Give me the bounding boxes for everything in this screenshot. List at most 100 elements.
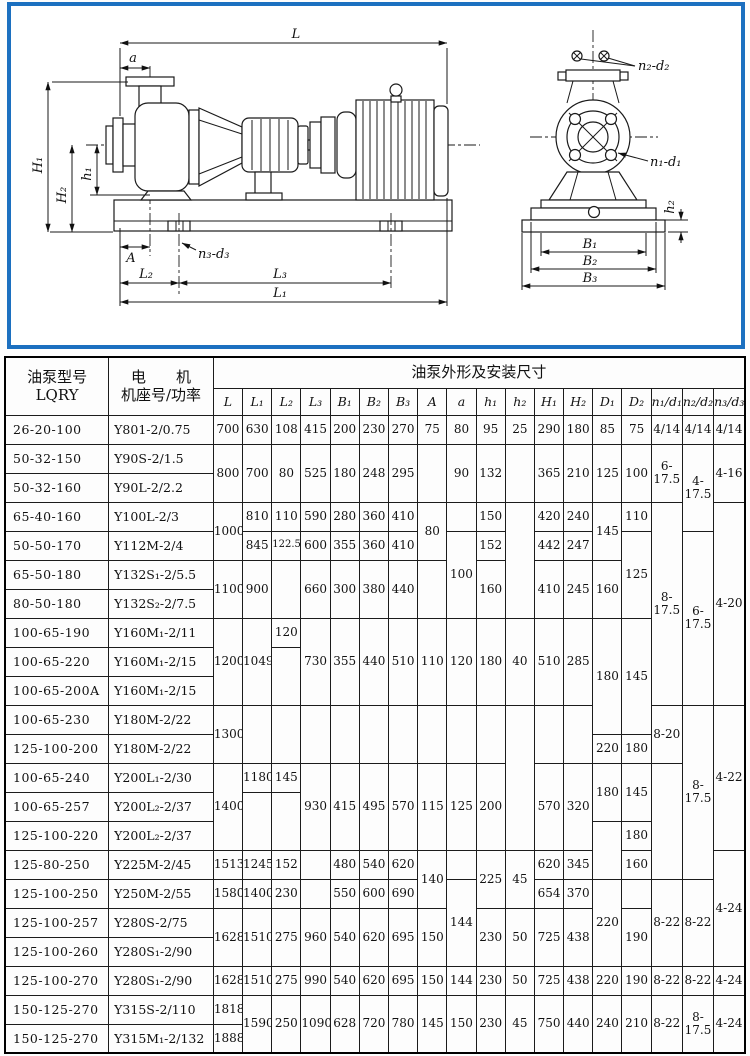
dimension-value-cell: 80: [271, 443, 302, 503]
dimension-value-cell: 180: [475, 617, 506, 706]
dimension-value-cell: 8-17.5: [650, 501, 683, 706]
dimension-value-cell: 125: [592, 443, 623, 503]
pump-model-cell: 100-65-240: [4, 762, 110, 793]
dimension-value-cell: 200: [329, 414, 360, 445]
dimension-value-cell: 100: [621, 443, 652, 503]
dimension-value-cell: 125: [446, 762, 477, 851]
dimension-value-cell: 100: [446, 530, 477, 619]
dimension-value-cell: 180: [592, 617, 623, 735]
dimension-value-cell: 50: [504, 965, 535, 996]
pump-model-cell: 150-125-270: [4, 994, 110, 1025]
dimension-value-cell: 510: [533, 617, 565, 706]
motor-spec-cell: Y160M₁-2/15: [108, 646, 214, 677]
motor-spec-cell: Y160M₁-2/11: [108, 617, 214, 648]
dimension-value-cell: 285: [563, 617, 594, 706]
dimension-value-cell: 1510: [242, 907, 273, 967]
dimension-value-cell: 570: [387, 762, 419, 851]
dimension-value-cell: 110: [271, 501, 302, 532]
dimension-value-cell: 6-17.5: [681, 530, 715, 706]
dimension-value-cell: 695: [387, 907, 419, 967]
dimension-value-cell: [329, 704, 360, 764]
dim-label-L2: L₂: [138, 267, 153, 282]
motor-spec-cell: Y90S-2/1.5: [108, 443, 214, 474]
dimension-value-cell: 370: [563, 878, 594, 909]
dimension-value-cell: 570: [533, 762, 565, 851]
dimension-value-cell: 275: [271, 965, 302, 996]
motor-spec-cell: Y90L-2/2.2: [108, 472, 214, 503]
dimension-value-cell: 295: [387, 443, 419, 503]
dim-col-header-13: D₁: [592, 387, 623, 416]
dim-label-a: a: [129, 51, 137, 66]
dimension-value-cell: 90: [446, 443, 477, 503]
dimension-value-cell: 110: [621, 501, 652, 532]
dimension-value-cell: 365: [533, 443, 565, 503]
pump-model-header-series: LQRY: [35, 386, 79, 405]
dimension-value-cell: 220: [592, 965, 623, 996]
dimension-value-cell: 420: [533, 501, 565, 532]
dimension-value-cell: 695: [387, 965, 419, 996]
dimension-value-cell: 1580: [212, 878, 244, 909]
dimension-value-cell: 355: [329, 617, 360, 706]
dimension-value-cell: 360: [358, 530, 389, 561]
dimension-value-cell: 122.5: [271, 530, 302, 561]
dimension-value-cell: 415: [329, 762, 360, 851]
dimension-value-cell: 1513: [212, 849, 244, 880]
dimension-value-cell: 160: [621, 849, 652, 880]
dimension-value-cell: 4-16: [713, 443, 746, 503]
dimension-value-cell: 1628: [212, 965, 244, 996]
dimension-value-cell: [271, 559, 302, 619]
dimension-value-cell: 180: [621, 733, 652, 764]
dim-col-header-6: B₃: [387, 387, 419, 416]
dimension-value-cell: 145: [621, 617, 652, 735]
dimension-value-cell: 660: [300, 559, 331, 619]
motor-spec-cell: Y112M-2/4: [108, 530, 214, 561]
dimension-value-cell: 320: [563, 762, 594, 851]
dimension-value-cell: 620: [358, 965, 389, 996]
dimension-value-cell: [504, 501, 535, 619]
dimension-value-cell: 210: [563, 443, 594, 503]
dimension-value-cell: 145: [621, 762, 652, 822]
pump-model-cell: 50-50-170: [4, 530, 110, 561]
dimension-value-cell: 230: [475, 994, 506, 1054]
dimension-value-cell: 4-22: [713, 704, 746, 851]
dimension-value-cell: 1818: [212, 994, 244, 1025]
dimension-value-cell: 1090: [300, 994, 331, 1054]
motor-spec-cell: Y200L₁-2/30: [108, 762, 214, 793]
dimension-value-cell: 8-20: [650, 704, 683, 764]
lifting-eye: [389, 83, 403, 97]
dimension-value-cell: 600: [358, 878, 389, 909]
dimension-value-cell: [242, 704, 273, 764]
dimension-value-cell: 25: [504, 414, 535, 445]
dimension-value-cell: 495: [358, 762, 389, 851]
dim-label-n3d3: n₃-d₃: [198, 247, 230, 262]
dim-col-header-11: H₁: [533, 387, 565, 416]
dimension-value-cell: 1100: [212, 559, 244, 619]
dimension-value-cell: 230: [475, 965, 506, 996]
dimension-value-cell: [358, 704, 389, 764]
col-header-motor: 电 机 机座号/功率: [108, 356, 214, 416]
dim-label-h1: h₁: [80, 167, 95, 181]
motor-spec-cell: Y801-2/0.75: [108, 414, 214, 445]
dimension-value-cell: 1400: [212, 762, 244, 851]
dimension-value-cell: 145: [592, 501, 623, 561]
dimension-value-cell: 725: [533, 907, 565, 967]
dim-label-A: A: [125, 251, 135, 266]
dim-col-header-0: L: [212, 387, 244, 416]
dim-label-L3: L₃: [272, 267, 287, 282]
dimension-value-cell: 4/14: [681, 414, 715, 445]
dim-col-header-8: a: [446, 387, 477, 416]
dimension-value-cell: 80: [446, 414, 477, 445]
dimension-value-cell: 230: [475, 907, 506, 967]
dimension-value-cell: 1245: [242, 849, 273, 880]
pump-model-cell: 125-100-200: [4, 733, 110, 764]
dimension-value-cell: 720: [358, 994, 389, 1054]
dimension-value-cell: 8-22: [681, 878, 715, 967]
dimension-value-cell: 300: [329, 559, 360, 619]
